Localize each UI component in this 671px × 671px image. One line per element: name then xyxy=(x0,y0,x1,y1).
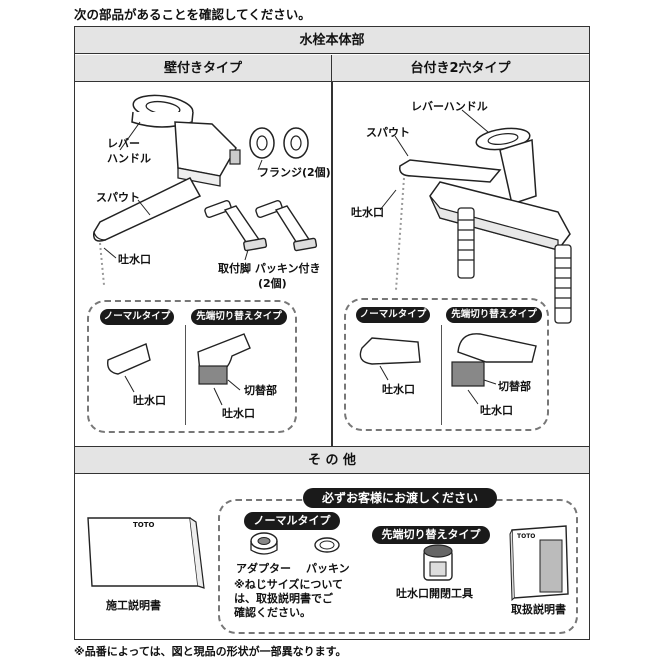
label-flange: フランジ(2個) xyxy=(258,166,331,179)
label-mount-leg-2: (2個) xyxy=(258,277,287,290)
wall-normal-type-pill: ノーマルタイプ xyxy=(100,309,174,325)
other-section-title: そ の 他 xyxy=(75,446,589,474)
deck-type-title: 台付き2穴タイプ xyxy=(332,55,589,82)
must-hand-banner: 必ずお客様にお渡しください xyxy=(303,488,497,508)
construction-manual-brand: TOTO xyxy=(133,521,155,529)
thread-note-2: は、取扱説明書でご xyxy=(234,592,333,605)
column-divider xyxy=(331,82,333,446)
normal-type-accessory-pill: ノーマルタイプ xyxy=(244,512,340,530)
user-manual-label: 取扱説明書 xyxy=(511,603,566,616)
outlet-tool-label: 吐水口開閉工具 xyxy=(396,587,473,600)
thread-note-1: ※ねじサイズについて xyxy=(234,578,344,591)
construction-manual-label: 施工説明書 xyxy=(106,599,161,612)
wall-type-title: 壁付きタイプ xyxy=(75,55,332,82)
adapter-label: アダプター xyxy=(236,562,291,575)
deck-variant-divider xyxy=(441,325,442,425)
label-outlet-deck: 吐水口 xyxy=(351,206,384,219)
deck-outlet-normal-label: 吐水口 xyxy=(382,383,415,396)
wall-switch-part-label: 切替部 xyxy=(244,384,277,397)
label-lever-2: ハンドル xyxy=(107,152,151,165)
deck-outlet-switch-label: 吐水口 xyxy=(480,404,513,417)
main-section-title: 水栓本体部 xyxy=(75,27,589,54)
label-mount-leg-1: 取付脚 パッキン付き xyxy=(218,262,321,275)
wall-type-variants-box xyxy=(87,300,297,433)
intro-text: 次の部品があることを確認してください。 xyxy=(74,7,311,22)
thread-note-3: 確認ください。 xyxy=(234,606,311,619)
wall-switch-type-pill: 先端切り替えタイプ xyxy=(191,309,287,325)
wall-outlet-normal-label: 吐水口 xyxy=(133,394,166,407)
label-lever-handle-deck: レバーハンドル xyxy=(411,100,488,113)
switch-type-accessory-pill: 先端切り替えタイプ xyxy=(372,526,490,544)
label-spout-deck: スパウト xyxy=(366,126,410,139)
deck-type-variants-box xyxy=(344,298,549,431)
footnote: ※品番によっては、図と現品の形状が一部異なります。 xyxy=(74,645,347,658)
deck-switch-part-label: 切替部 xyxy=(498,380,531,393)
label-outlet-wall: 吐水口 xyxy=(118,253,151,266)
deck-normal-type-pill: ノーマルタイプ xyxy=(356,307,430,323)
deck-switch-type-pill: 先端切り替えタイプ xyxy=(446,307,542,323)
label-spout-wall: スパウト xyxy=(96,191,140,204)
wall-variant-divider xyxy=(185,325,186,425)
label-lever-1: レバー xyxy=(107,137,140,150)
parts-frame xyxy=(74,26,590,640)
user-manual-brand: TOTO xyxy=(517,533,536,540)
packing-label: パッキン xyxy=(306,562,350,575)
wall-outlet-switch-label: 吐水口 xyxy=(222,407,255,420)
